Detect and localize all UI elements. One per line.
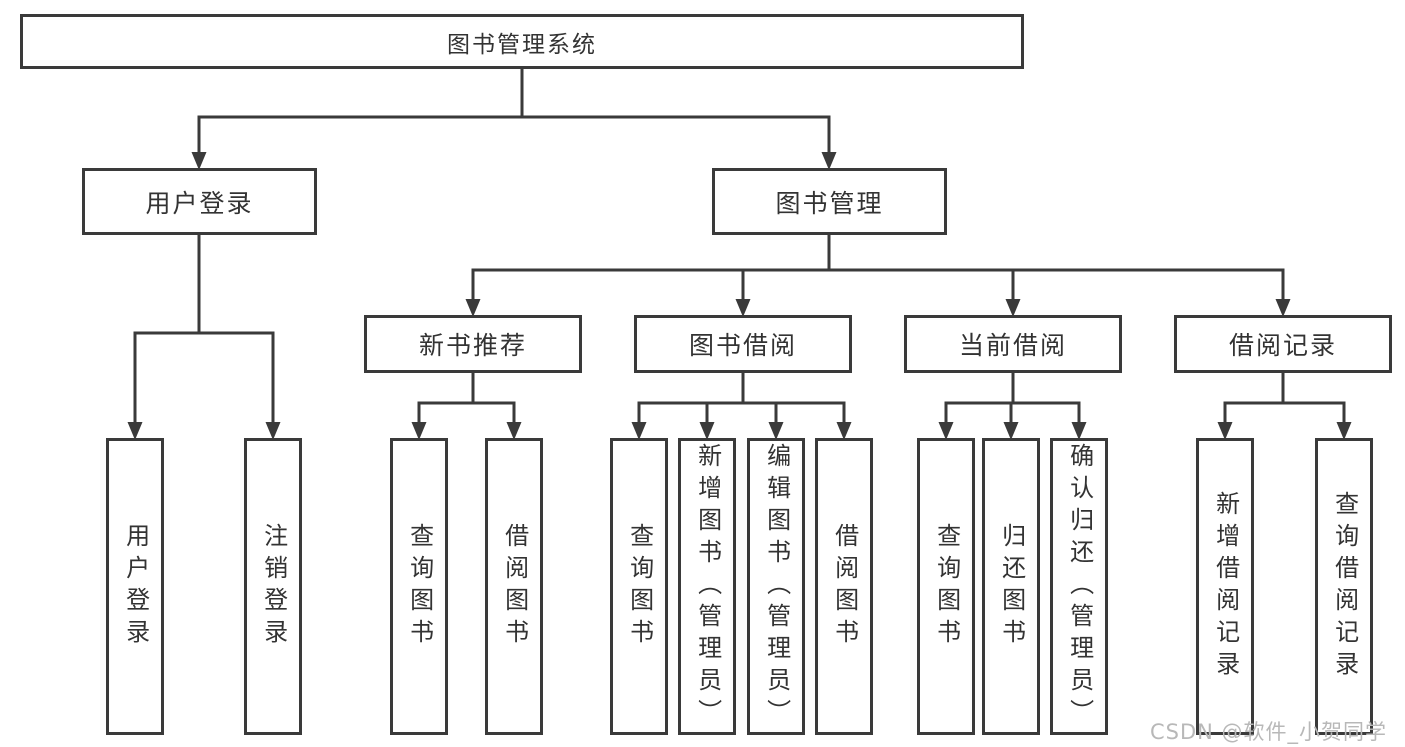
node-label: 新增借阅记录 — [1211, 490, 1240, 683]
node-label: 注销登录 — [259, 522, 288, 651]
node-label: 编辑图书（管理员） — [762, 442, 791, 731]
node-label: 当前借阅 — [958, 331, 1067, 360]
node-current-borrowing: 当前借阅 — [904, 315, 1122, 373]
leaf-query-books-current: 查询图书 — [917, 438, 975, 735]
node-book-management-branch: 图书管理 — [712, 168, 947, 235]
node-new-book-recommendation: 新书推荐 — [364, 315, 582, 373]
node-label: 确认归还（管理员） — [1065, 442, 1094, 731]
leaf-query-books-borrowing: 查询图书 — [610, 438, 668, 735]
node-label: 图书借阅 — [688, 331, 797, 360]
leaf-add-borrow-record: 新增借阅记录 — [1196, 438, 1254, 735]
node-label: 归还图书 — [997, 522, 1026, 651]
node-library-management-system: 图书管理系统 — [20, 14, 1024, 69]
node-label: 借阅图书 — [500, 522, 529, 651]
node-label: 图书管理系统 — [447, 31, 597, 58]
node-label: 查询图书 — [405, 522, 434, 651]
leaf-borrow-books-recommend: 借阅图书 — [485, 438, 543, 735]
node-book-borrowing: 图书借阅 — [634, 315, 852, 373]
node-label: 图书管理 — [775, 188, 884, 218]
node-label: 查询借阅记录 — [1330, 490, 1359, 683]
leaf-query-borrow-record: 查询借阅记录 — [1315, 438, 1373, 735]
leaf-add-book-admin: 新增图书（管理员） — [678, 438, 736, 735]
node-label: 用户登录 — [121, 522, 150, 651]
leaf-query-books-recommend: 查询图书 — [390, 438, 448, 735]
node-label: 新书推荐 — [418, 331, 527, 360]
node-label: 查询图书 — [625, 522, 654, 651]
leaf-confirm-return-admin: 确认归还（管理员） — [1050, 438, 1108, 735]
leaf-logout: 注销登录 — [244, 438, 302, 735]
csdn-watermark: CSDN @软件_小贺同学 — [1150, 720, 1388, 744]
leaf-borrow-books-borrowing: 借阅图书 — [815, 438, 873, 735]
leaf-return-book: 归还图书 — [982, 438, 1040, 735]
node-borrowing-records: 借阅记录 — [1174, 315, 1392, 373]
node-label: 借阅图书 — [830, 522, 859, 651]
node-label: 新增图书（管理员） — [693, 442, 722, 731]
leaf-edit-book-admin: 编辑图书（管理员） — [747, 438, 805, 735]
node-label: 借阅记录 — [1228, 331, 1337, 360]
node-user-login-branch: 用户登录 — [82, 168, 317, 235]
node-label: 查询图书 — [932, 522, 961, 651]
node-label: 用户登录 — [145, 188, 254, 218]
leaf-user-login: 用户登录 — [106, 438, 164, 735]
